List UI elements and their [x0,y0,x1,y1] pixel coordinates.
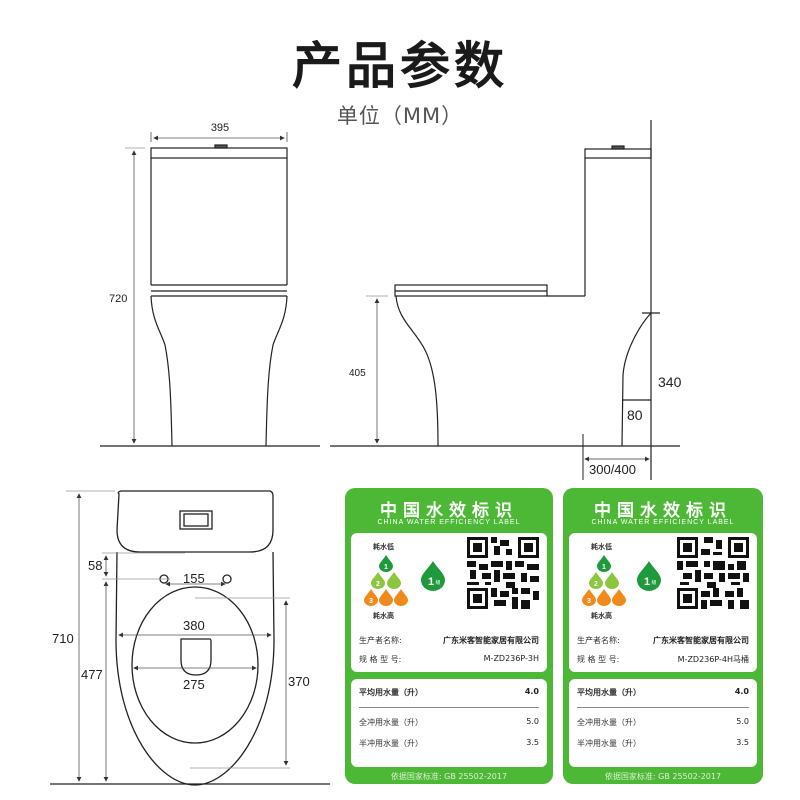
grade-3-drop-icon [379,589,393,606]
svg-text:1: 1 [428,576,434,588]
divider [577,707,749,708]
grade-3-drop-icon [612,589,626,606]
avg-usage-value: 4.0 [734,687,749,696]
full-flush-value: 5.0 [526,717,539,726]
full-flush-label: 全冲用水量（升） [577,718,641,727]
unit-subtitle: 单位（MM） [336,104,464,128]
manufacturer-label: 生产者名称: [359,636,402,645]
model-row: 规 格 型 号: M-ZD236P-3H [359,654,539,665]
grade-3-drop-icon [394,589,408,606]
grade-1-drop-icon: 1 [597,555,611,572]
model-label: 规 格 型 号: [359,655,402,664]
svg-text:级: 级 [651,579,656,586]
inner-width-dim: 275 [183,677,205,692]
full-flush-label: 全冲用水量（升） [359,718,423,727]
svg-text:1: 1 [644,576,650,588]
label-standard: 依据国家标准: GB 25502-2017 [390,772,508,781]
svg-text:3: 3 [369,598,373,605]
outlet-height-dim: 340 [658,374,682,390]
front-view [100,132,320,447]
label-standard: 依据国家标准: GB 25502-2017 [604,772,722,781]
high-consumption-text: 耗水高 [373,612,394,620]
front-width-dim: 395 [211,122,229,134]
side-view [330,120,680,480]
avg-usage-label: 平均用水量（升） [359,688,423,697]
label-title-en: CHINA WATER EFFICIENCY LABEL [591,519,735,526]
qr-code-icon [677,537,749,609]
hole-to-front-dim: 477 [81,667,103,682]
top-view [50,490,330,786]
model-value: M-ZD236P-4H马桶 [677,655,749,664]
label-water-usage-panel: 平均用水量（升） 4.0 全冲用水量（升） 5.0 半冲用水量（升） 3.5 [569,679,757,767]
svg-text:2: 2 [594,581,598,588]
manufacturer-value: 广东米客智能家居有限公司 [653,636,749,645]
water-efficiency-label-1: 中国水效标识 CHINA WATER EFFICIENCY LABEL 耗水低 … [345,488,553,784]
hole-offset-dim: 58 [88,558,102,573]
low-consumption-text: 耗水低 [591,543,612,551]
label-title-cn: 中国水效标识 [380,501,518,521]
grade-3-drop-icon [597,589,611,606]
model-row: 规 格 型 号: M-ZD236P-4H马桶 [577,654,749,665]
svg-text:2: 2 [376,581,380,588]
svg-text:1: 1 [602,564,606,571]
front-height-dim: 720 [109,293,127,305]
outlet-base-dim: 80 [627,407,643,423]
outer-width-dim: 380 [183,618,205,633]
half-flush-value: 3.5 [526,738,539,747]
manufacturer-label: 生产者名称: [577,636,620,645]
grade-2-drop-icon [605,572,619,589]
half-flush-label: 半冲用水量（升） [359,739,423,748]
grade-1-drop-icon: 1 [379,555,393,572]
full-flush-value: 5.0 [736,717,749,726]
divider [359,707,539,708]
label-title-cn: 中国水效标识 [594,501,732,521]
rough-in-dim: 300/400 [589,462,636,477]
manufacturer-row: 生产者名称: 广东米客智能家居有限公司 [359,635,539,646]
qr-code-icon [467,537,539,609]
grade-3-drop-icon: 3 [364,589,378,606]
full-flush-row: 全冲用水量（升） 5.0 [359,717,539,728]
half-flush-label: 半冲用水量（升） [577,739,641,748]
seat-length-dim: 370 [288,674,310,689]
grade-2-drop-icon [387,572,401,589]
label-water-usage-panel: 平均用水量（升） 4.0 全冲用水量（升） 5.0 半冲用水量（升） 3.5 [351,679,547,767]
total-length-dim: 710 [52,631,74,646]
low-consumption-text: 耗水低 [373,543,394,551]
half-flush-row: 半冲用水量（升） 3.5 [577,738,749,749]
model-value: M-ZD236P-3H [483,654,539,663]
svg-text:1: 1 [384,564,388,571]
avg-usage-row: 平均用水量（升） 4.0 [359,687,539,698]
label-title-en: CHINA WATER EFFICIENCY LABEL [377,519,521,526]
high-consumption-text: 耗水高 [591,612,612,620]
half-flush-row: 半冲用水量（升） 3.5 [359,738,539,749]
model-label: 规 格 型 号: [577,655,620,664]
half-flush-value: 3.5 [736,738,749,747]
svg-text:3: 3 [587,598,591,605]
avg-usage-value: 4.0 [524,687,539,696]
hole-spacing-dim: 155 [183,571,205,586]
manufacturer-row: 生产者名称: 广东米客智能家居有限公司 [577,635,749,646]
avg-usage-row: 平均用水量（升） 4.0 [577,687,749,698]
top-view-dims [66,490,290,782]
full-flush-row: 全冲用水量（升） 5.0 [577,717,749,728]
grade-2-drop-icon: 2 [371,572,385,589]
manufacturer-value: 广东米客智能家居有限公司 [443,636,539,645]
water-efficiency-label-2: 中国水效标识 CHINA WATER EFFICIENCY LABEL 耗水低 … [563,488,763,784]
avg-usage-label: 平均用水量（升） [577,688,641,697]
svg-text:级: 级 [435,579,440,586]
page-title: 产品参数 [292,37,508,95]
seat-height-dim: 405 [349,368,366,379]
grade-3-drop-icon: 3 [582,589,596,606]
grade-2-drop-icon: 2 [589,572,603,589]
